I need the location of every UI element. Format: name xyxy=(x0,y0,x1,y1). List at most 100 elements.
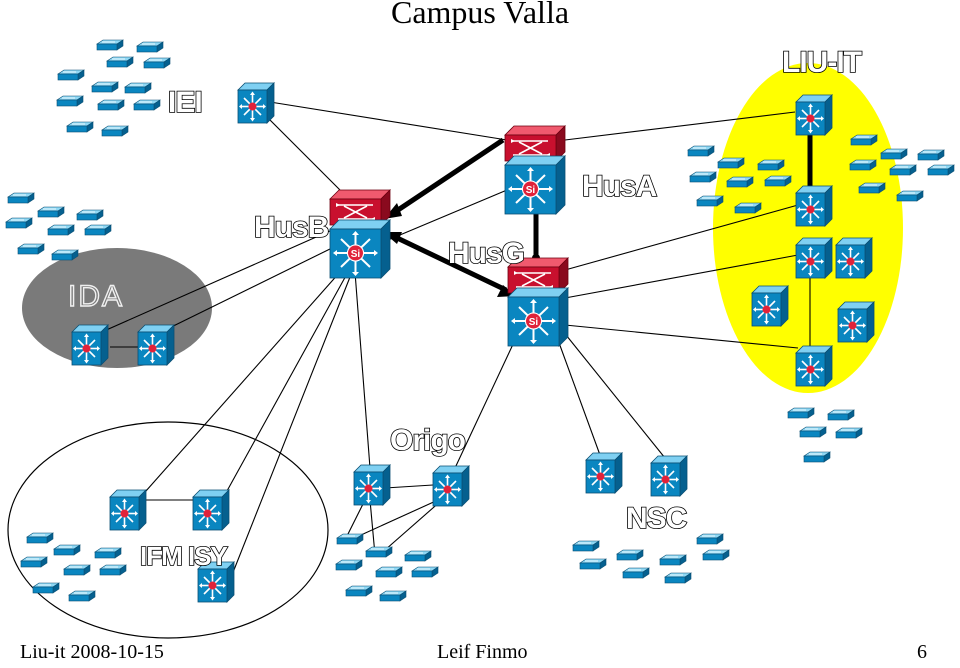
workgroup-switch-icon xyxy=(37,206,65,218)
workgroup-switch-icon xyxy=(659,554,687,566)
workgroup-switch-icon xyxy=(17,243,45,255)
si-badge-2 xyxy=(522,180,539,198)
footer-page-number: 6 xyxy=(917,641,927,663)
workgroup-switch-icon xyxy=(803,451,831,463)
workgroup-switch-icon xyxy=(757,159,785,171)
workgroup-switch-icon xyxy=(365,546,393,558)
workgroup-switch-icon xyxy=(32,582,60,594)
footer-center: Leif Finmo xyxy=(437,641,528,663)
si-badge-label: Si xyxy=(351,249,361,260)
liuit-switch-6 xyxy=(837,301,875,343)
workgroup-switch-icon xyxy=(26,532,54,544)
page-title: Campus Valla xyxy=(390,0,570,30)
label-ifmisy: IFM ISY xyxy=(140,541,228,571)
label-husa: HusA xyxy=(582,170,657,203)
workgroup-switch-icon xyxy=(91,81,119,93)
workgroup-switch-icon xyxy=(579,558,607,570)
label-husb: HusB xyxy=(254,211,329,244)
workgroup-switch-icon xyxy=(5,217,33,229)
workgroup-switch-icon xyxy=(764,175,792,187)
label-nsc: NSC xyxy=(626,502,687,535)
workgroup-switch-icon xyxy=(96,39,124,51)
origo-switch-2 xyxy=(432,465,470,507)
workgroup-switch-icon xyxy=(7,192,35,204)
isy-switch xyxy=(192,489,230,531)
workgroup-switch-icon xyxy=(51,249,79,261)
workgroup-switch-icon xyxy=(664,572,692,584)
workgroup-switch-icon xyxy=(411,566,439,578)
ifm-switch xyxy=(109,489,147,531)
label-husg: HusG xyxy=(448,237,524,270)
workgroup-switch-icon xyxy=(717,157,745,169)
liuit-switch-2 xyxy=(795,185,833,227)
label-origo: Origo xyxy=(390,424,466,457)
workgroup-switch-icon xyxy=(827,409,855,421)
workgroup-switch-icon xyxy=(101,125,129,137)
workgroup-switch-icon xyxy=(616,549,644,561)
links xyxy=(94,101,811,586)
workgroup-switch-icon xyxy=(799,426,827,438)
si-badge-label: Si xyxy=(526,185,536,196)
workgroup-switch-icon xyxy=(896,190,924,202)
workgroup-switch-icon xyxy=(734,202,762,214)
workgroup-switch-icon xyxy=(97,99,125,111)
nsc-switch-1 xyxy=(585,452,623,494)
workgroup-switch-icon xyxy=(335,559,363,571)
workgroup-switch-icon xyxy=(66,121,94,133)
workgroup-switch-icon xyxy=(849,159,877,171)
workgroup-switch-icon xyxy=(63,564,91,576)
workgroup-switch-icon xyxy=(726,176,754,188)
liuit-switch-1 xyxy=(795,94,833,136)
workgroup-switch-icon xyxy=(76,209,104,221)
workgroup-switch-icon xyxy=(689,171,717,183)
workgroup-switch-icon xyxy=(84,224,112,236)
label-liuit: LIU-IT xyxy=(782,46,862,79)
workgroup-switch-icon xyxy=(336,533,364,545)
si-badge-3 xyxy=(525,312,542,330)
workgroup-switch-icon xyxy=(47,224,75,236)
workgroup-switch-icon xyxy=(94,547,122,559)
liuit-switch-7 xyxy=(795,345,833,387)
workgroup-switch-icon xyxy=(702,549,730,561)
iei-switch xyxy=(237,82,275,124)
workgroup-switch-icon xyxy=(889,164,917,176)
husb-router[interactable] xyxy=(329,189,391,279)
workgroup-switch-icon xyxy=(68,590,96,602)
workgroup-switch-icon xyxy=(404,550,432,562)
husa-router[interactable] xyxy=(504,125,566,215)
label-iei: IEI xyxy=(168,86,202,119)
workgroup-switch-icon xyxy=(379,590,407,602)
husg-router[interactable] xyxy=(507,257,569,347)
liuit-switch-5 xyxy=(751,285,789,327)
workgroup-switch-icon xyxy=(20,556,48,568)
workgroup-switch-icon xyxy=(622,567,650,579)
workgroup-switch-icon xyxy=(53,544,81,556)
si-badge-label: Si xyxy=(529,317,539,328)
workgroup-switch-icon xyxy=(136,41,164,53)
backbone-links xyxy=(391,128,813,293)
origo-switch-1 xyxy=(353,464,391,506)
workgroup-switch-icon xyxy=(106,56,134,68)
workgroup-switch-icon xyxy=(345,585,373,597)
workgroup-switch-icon xyxy=(787,407,815,419)
liuit-switch-4 xyxy=(835,237,873,279)
workgroup-switch-icon xyxy=(687,145,715,157)
workgroup-switch-icon xyxy=(696,195,724,207)
workgroup-switch-icon xyxy=(572,540,600,552)
ida-switch-2 xyxy=(137,324,175,366)
workgroup-switch-icon xyxy=(927,164,955,176)
footer-left: Liu-it 2008-10-15 xyxy=(20,641,164,663)
nsc-switch-2 xyxy=(650,455,688,497)
workgroup-switch-icon xyxy=(835,427,863,439)
si-badge-1 xyxy=(347,244,364,262)
ida-switch-1 xyxy=(71,324,109,366)
liuit-switch-3 xyxy=(795,237,833,279)
workgroup-switch-icon xyxy=(124,82,152,94)
workgroup-switch-icon xyxy=(850,134,878,146)
workgroup-switch-icon xyxy=(917,149,945,161)
workgroup-switch-icon xyxy=(133,99,161,111)
workgroup-switch-icon xyxy=(143,57,171,69)
